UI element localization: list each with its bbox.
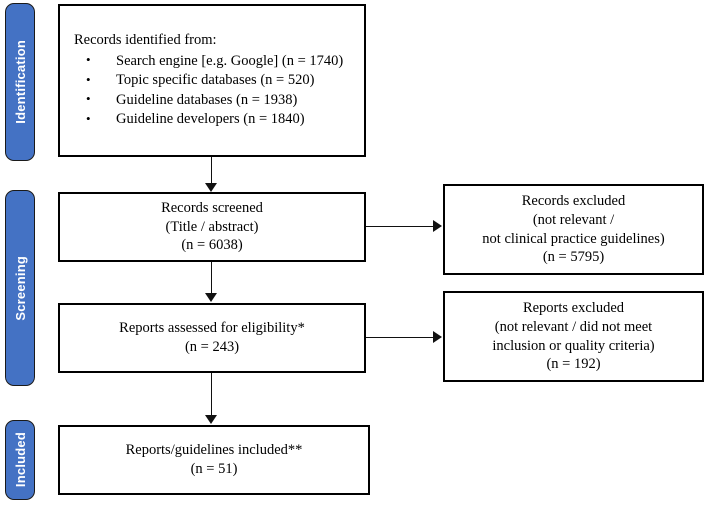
connector-screened-to-records-excluded: [366, 226, 434, 227]
records-identified-source-list: Search engine [e.g. Google] (n = 1740) T…: [74, 51, 364, 130]
reports-excluded-line-3: inclusion or quality criteria): [492, 337, 655, 354]
stage-label-identification: Identification: [12, 40, 28, 124]
box-records-excluded: Records excluded (not relevant / not cli…: [443, 184, 704, 275]
records-screened-line-1: Records screened: [161, 199, 263, 216]
connector-identified-to-screened: [211, 157, 212, 184]
list-item: Guideline developers (n = 1840): [74, 110, 364, 129]
records-screened-line-2: (Title / abstract): [165, 218, 259, 235]
box-reports-assessed-eligibility: Reports assessed for eligibility* (n = 2…: [58, 303, 366, 373]
arrowhead-screened-to-eligibility: [205, 293, 217, 302]
arrowhead-identified-to-screened: [205, 183, 217, 192]
stage-bar-screening: Screening: [5, 190, 35, 386]
reports-excluded-line-4: (n = 192): [546, 356, 601, 373]
arrowhead-eligibility-to-included: [205, 415, 217, 424]
list-item: Guideline databases (n = 1938): [74, 90, 364, 110]
reports-excluded-line-2: (not relevant / did not meet: [494, 318, 653, 335]
connector-screened-to-eligibility: [211, 262, 212, 294]
connector-eligibility-to-included: [211, 373, 212, 417]
included-line-1: Reports/guidelines included**: [125, 442, 303, 459]
reports-excluded-line-1: Reports excluded: [522, 299, 625, 316]
list-item: Topic specific databases (n = 520): [74, 71, 364, 90]
records-excluded-line-4: (n = 5795): [542, 249, 605, 266]
records-identified-lead: Records identified from:: [74, 32, 217, 49]
stage-label-screening: Screening: [12, 255, 28, 321]
connector-eligibility-to-reports-excluded: [366, 337, 434, 338]
box-records-screened: Records screened (Title / abstract) (n =…: [58, 192, 366, 262]
records-screened-line-3: (n = 6038): [181, 237, 243, 254]
records-excluded-line-1: Records excluded: [521, 192, 626, 209]
records-excluded-line-3: not clinical practice guidelines): [482, 230, 665, 247]
records-excluded-line-2: (not relevant /: [532, 211, 615, 228]
list-item: Search engine [e.g. Google] (n = 1740): [74, 51, 364, 71]
stage-label-included: Included: [12, 432, 28, 488]
box-reports-included: Reports/guidelines included** (n = 51): [58, 425, 370, 495]
stage-bar-included: Included: [5, 420, 35, 500]
arrowhead-screened-to-records-excluded: [433, 220, 442, 232]
box-records-identified: Records identified from: Search engine […: [58, 4, 366, 157]
included-line-2: (n = 51): [190, 461, 238, 477]
eligibility-line-2: (n = 243): [184, 339, 240, 355]
records-identified-content: Records identified from: Search engine […: [60, 31, 364, 129]
box-reports-excluded: Reports excluded (not relevant / did not…: [443, 291, 704, 382]
stage-bar-identification: Identification: [5, 3, 35, 161]
arrowhead-eligibility-to-reports-excluded: [433, 331, 442, 343]
eligibility-line-1: Reports assessed for eligibility*: [119, 320, 305, 337]
